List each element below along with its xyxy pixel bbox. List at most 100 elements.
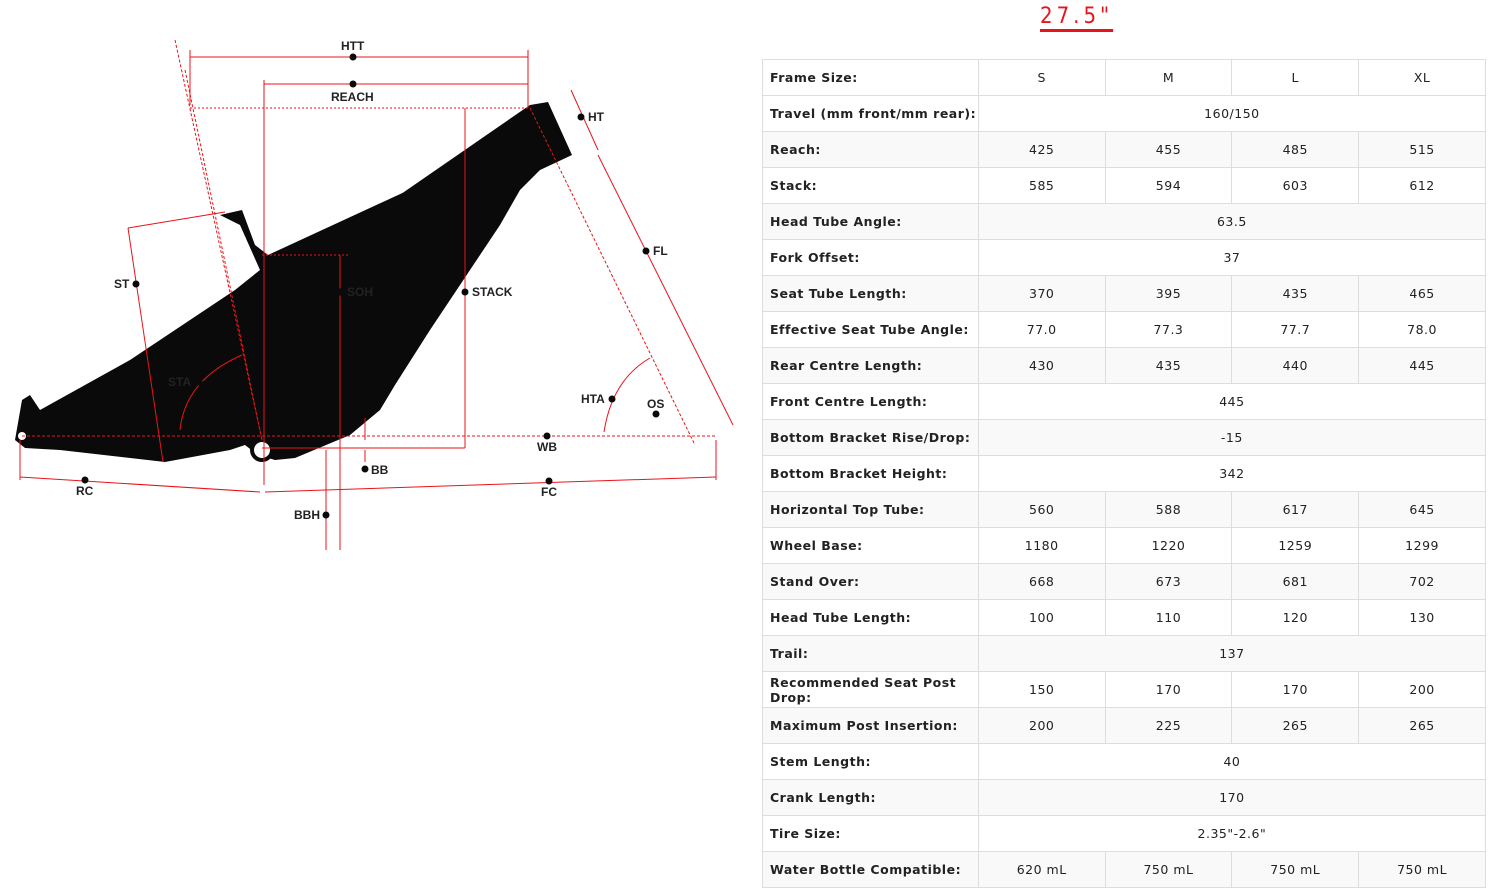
cell-value: 265: [1231, 707, 1360, 744]
cell-value: 594: [1104, 167, 1233, 204]
label-reach: REACH: [331, 90, 374, 104]
label-sta: STA: [168, 375, 191, 389]
cell-value: 77.7: [1231, 311, 1360, 348]
cell-value: 1259: [1231, 527, 1360, 564]
row-label: Head Tube Angle:: [762, 203, 979, 240]
row-label: Frame Size:: [762, 59, 979, 96]
cell-value: 485: [1231, 131, 1360, 168]
cell-value: 465: [1358, 275, 1486, 312]
table-row: Tire Size:2.35"-2.6": [762, 815, 1487, 852]
cell-value: 750 mL: [1358, 851, 1486, 888]
label-ht: HT: [588, 110, 605, 124]
cell-value: 225: [1104, 707, 1233, 744]
row-label: Travel (mm front/mm rear):: [762, 95, 979, 132]
table-row: Head Tube Angle:63.5: [762, 203, 1487, 240]
row-label: Water Bottle Compatible:: [762, 851, 979, 888]
cell-value: 560: [977, 491, 1106, 528]
row-label: Head Tube Length:: [762, 599, 979, 636]
cell-value-all-sizes: 342: [977, 455, 1487, 492]
row-label: Rear Centre Length:: [762, 347, 979, 384]
row-label: Crank Length:: [762, 779, 979, 816]
cell-value: L: [1231, 59, 1360, 96]
wheel-size-title[interactable]: 27.5": [1040, 4, 1114, 29]
cell-value: 617: [1231, 491, 1360, 528]
cell-value: 130: [1358, 599, 1486, 636]
cell-value: 445: [1358, 347, 1486, 384]
cell-value: 440: [1231, 347, 1360, 384]
label-bb: BB: [371, 463, 389, 477]
table-row: Crank Length:170: [762, 779, 1487, 816]
cell-value: 395: [1104, 275, 1233, 312]
cell-value: 110: [1104, 599, 1233, 636]
cell-value-all-sizes: 445: [977, 383, 1487, 420]
cell-value: 370: [977, 275, 1106, 312]
cell-value: 612: [1358, 167, 1486, 204]
dimension-lines: [19, 39, 734, 550]
label-os: OS: [647, 397, 664, 411]
row-label: Maximum Post Insertion:: [762, 707, 979, 744]
cell-value-all-sizes: 170: [977, 779, 1487, 816]
cell-value: S: [977, 59, 1106, 96]
table-row: Bottom Bracket Height:342: [762, 455, 1487, 492]
cell-value-all-sizes: 137: [977, 635, 1487, 672]
label-wb: WB: [537, 440, 557, 454]
cell-value: 77.0: [977, 311, 1106, 348]
cell-value: 435: [1231, 275, 1360, 312]
label-hta: HTA: [581, 392, 605, 406]
cell-value: 200: [1358, 671, 1486, 708]
cell-value: 170: [1104, 671, 1233, 708]
cell-value: 1299: [1358, 527, 1486, 564]
cell-value: 120: [1231, 599, 1360, 636]
cell-value: 78.0: [1358, 311, 1486, 348]
row-label: Fork Offset:: [762, 239, 979, 276]
label-rc: RC: [76, 484, 94, 498]
cell-value: 750 mL: [1231, 851, 1360, 888]
row-label: Wheel Base:: [762, 527, 979, 564]
cell-value: 668: [977, 563, 1106, 600]
cell-value: 150: [977, 671, 1106, 708]
cell-value: 170: [1231, 671, 1360, 708]
label-fl: FL: [653, 244, 668, 258]
dimension-markers: [81, 53, 660, 519]
cell-value: 77.3: [1104, 311, 1233, 348]
row-label: Stand Over:: [762, 563, 979, 600]
cell-value: 425: [977, 131, 1106, 168]
cell-value: 673: [1104, 563, 1233, 600]
label-bbh: BBH: [294, 508, 320, 522]
frame-geometry-diagram: HTT REACH HT FL ST SOH STACK STA HTA OS …: [15, 39, 734, 550]
table-row: Front Centre Length:445: [762, 383, 1487, 420]
row-label: Bottom Bracket Rise/Drop:: [762, 419, 979, 456]
cell-value: 588: [1104, 491, 1233, 528]
table-row: Stem Length:40: [762, 743, 1487, 780]
cell-value-all-sizes: 40: [977, 743, 1487, 780]
cell-value: 681: [1231, 563, 1360, 600]
bottom-bracket-shell: [250, 438, 274, 462]
cell-value-all-sizes: 63.5: [977, 203, 1487, 240]
table-row: Travel (mm front/mm rear):160/150: [762, 95, 1487, 132]
row-label: Bottom Bracket Height:: [762, 455, 979, 492]
row-label: Stem Length:: [762, 743, 979, 780]
cell-value: 435: [1104, 347, 1233, 384]
bike-frame-silhouette: [15, 102, 572, 462]
cell-value: 620 mL: [977, 851, 1106, 888]
cell-value: 455: [1104, 131, 1233, 168]
row-label: Recommended Seat Post Drop:: [762, 671, 979, 708]
cell-value: 1220: [1104, 527, 1233, 564]
label-stack: STACK: [472, 285, 513, 299]
cell-value: 603: [1231, 167, 1360, 204]
label-fc: FC: [541, 485, 557, 499]
row-label: Front Centre Length:: [762, 383, 979, 420]
cell-value-all-sizes: 37: [977, 239, 1487, 276]
row-label: Seat Tube Length:: [762, 275, 979, 312]
row-label: Effective Seat Tube Angle:: [762, 311, 979, 348]
